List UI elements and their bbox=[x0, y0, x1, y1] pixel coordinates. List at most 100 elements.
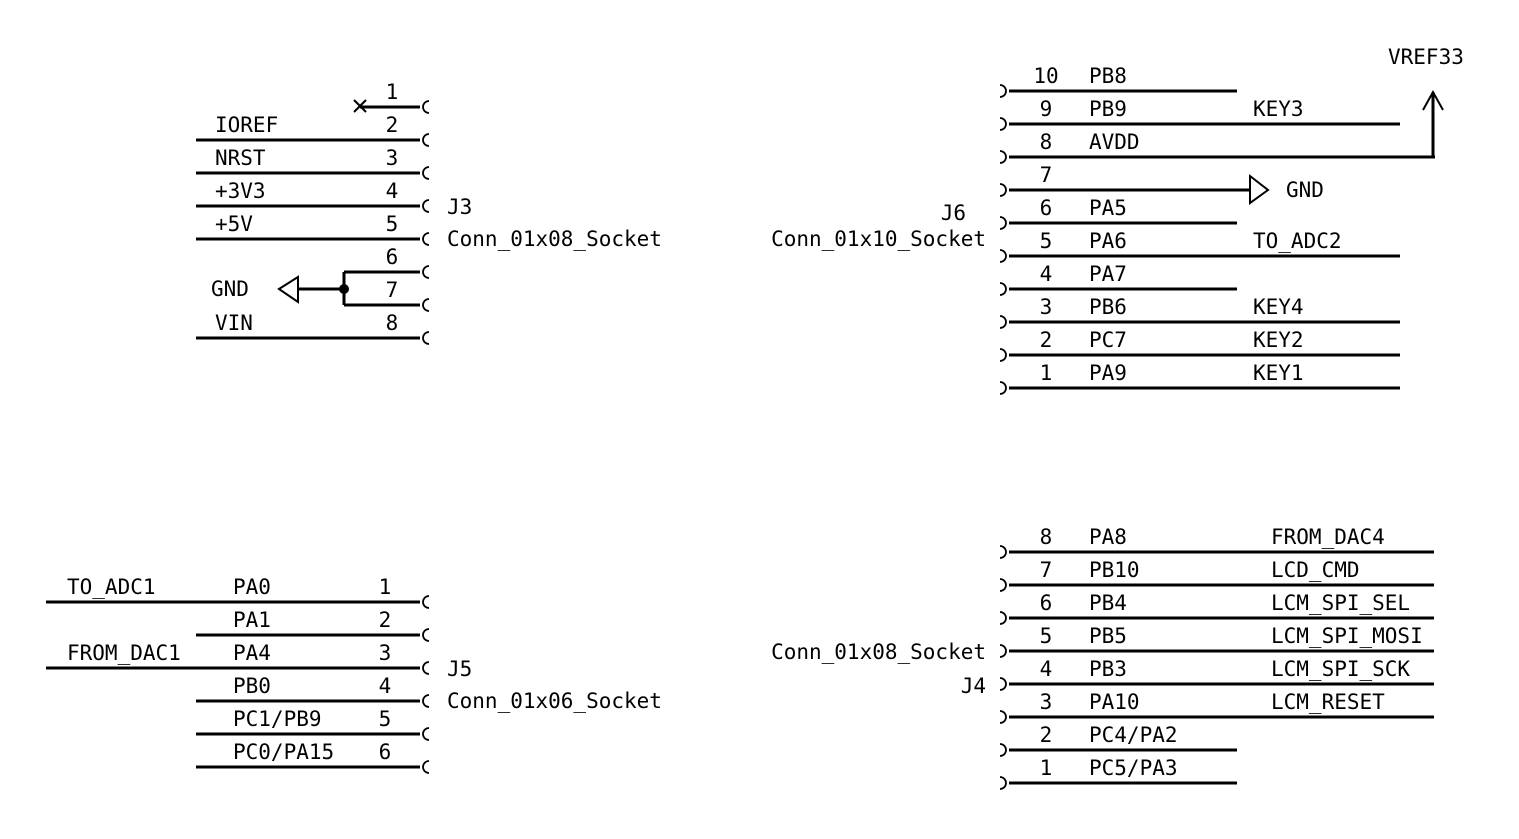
net-label: PA5 bbox=[1089, 196, 1127, 220]
global-label: LCM_SPI_MOSI bbox=[1271, 624, 1423, 648]
pin-number: 3 bbox=[1040, 690, 1053, 714]
pin-number: 10 bbox=[1033, 64, 1058, 88]
j6-value: Conn_01x10_Socket bbox=[771, 227, 986, 251]
socket-contact bbox=[999, 348, 1007, 362]
pin-number: 2 bbox=[1040, 328, 1053, 352]
socket-contact bbox=[422, 298, 430, 312]
pin-number: 1 bbox=[386, 80, 399, 104]
j3-pin-6: 6 bbox=[344, 245, 430, 279]
net-label: VIN bbox=[215, 311, 253, 335]
pin-number: 6 bbox=[1040, 591, 1053, 615]
net-label: IOREF bbox=[215, 113, 278, 137]
net-label: PB0 bbox=[233, 674, 271, 698]
j5-value: Conn_01x06_Socket bbox=[447, 689, 662, 713]
net-label: PA10 bbox=[1089, 690, 1140, 714]
net-label: PC7 bbox=[1089, 328, 1127, 352]
j3-pin-5: 5+5V bbox=[196, 212, 430, 246]
pin-number: 7 bbox=[1040, 558, 1053, 582]
j3-pin-8: 8 VIN bbox=[196, 311, 430, 345]
socket-contact bbox=[999, 677, 1007, 691]
net-label: +3V3 bbox=[215, 179, 266, 203]
net-label: PB3 bbox=[1089, 657, 1127, 681]
net-label: PA8 bbox=[1089, 525, 1127, 549]
pin-number: 8 bbox=[1040, 130, 1053, 154]
pin-number: 7 bbox=[386, 278, 399, 302]
socket-contact bbox=[999, 183, 1007, 197]
socket-contact bbox=[422, 199, 430, 213]
socket-contact bbox=[999, 282, 1007, 296]
pin-number: 3 bbox=[386, 146, 399, 170]
global-label: TO_ADC1 bbox=[67, 575, 156, 599]
pin-number: 8 bbox=[386, 311, 399, 335]
pin-number: 1 bbox=[1040, 756, 1053, 780]
pin-number: 6 bbox=[379, 740, 392, 764]
socket-contact bbox=[999, 315, 1007, 329]
socket-contact bbox=[422, 331, 430, 345]
pin-number: 7 bbox=[1040, 163, 1053, 187]
socket-contact bbox=[422, 694, 430, 708]
net-label: PA9 bbox=[1089, 361, 1127, 385]
connector-j3: J3 Conn_01x08_Socket GND bbox=[211, 99, 662, 307]
socket-contact bbox=[999, 117, 1007, 131]
socket-contact bbox=[999, 381, 1007, 395]
net-label: PA6 bbox=[1089, 229, 1127, 253]
j6-gnd-label: GND bbox=[1286, 178, 1324, 202]
j6-pin-2: 2 PC7 KEY2 bbox=[999, 328, 1400, 362]
j4-pin-5: 5 PB5 LCM_SPI_MOSI bbox=[999, 624, 1434, 658]
global-label: LCD_CMD bbox=[1271, 558, 1360, 582]
net-label: PC0/PA15 bbox=[233, 740, 334, 764]
net-label: PC1/PB9 bbox=[233, 707, 322, 731]
global-label: KEY2 bbox=[1253, 328, 1304, 352]
socket-contact bbox=[999, 249, 1007, 263]
j3-value: Conn_01x08_Socket bbox=[447, 227, 662, 251]
net-label: PA7 bbox=[1089, 262, 1127, 286]
pin-number: 5 bbox=[1040, 624, 1053, 648]
pin-number: 6 bbox=[386, 245, 399, 269]
global-label: LCM_SPI_SCK bbox=[1271, 657, 1410, 681]
socket-contact bbox=[422, 166, 430, 180]
socket-contact bbox=[999, 545, 1007, 559]
net-label: AVDD bbox=[1089, 130, 1140, 154]
net-label: NRST bbox=[215, 146, 266, 170]
pin-number: 5 bbox=[386, 212, 399, 236]
j5-pin-1: 1 PA0 TO_ADC1 bbox=[46, 575, 430, 609]
pin-number: 5 bbox=[379, 707, 392, 731]
j3-reference: J3 bbox=[447, 195, 472, 219]
j5-reference: J5 bbox=[447, 657, 472, 681]
j4-reference: J4 bbox=[961, 674, 986, 698]
net-label: PA0 bbox=[233, 575, 271, 599]
vref33-power-symbol: VREF33 bbox=[1388, 45, 1464, 159]
pin-number: 4 bbox=[1040, 262, 1053, 286]
net-label: PC4/PA2 bbox=[1089, 723, 1178, 747]
pin-number: 1 bbox=[379, 575, 392, 599]
socket-contact bbox=[999, 611, 1007, 625]
j6-reference: J6 bbox=[941, 201, 966, 225]
connector-j6: J6 Conn_01x10_Socket VREF33 GND bbox=[771, 45, 1464, 251]
j3-pin-4: 4+3V3 bbox=[196, 179, 430, 213]
socket-contact bbox=[999, 150, 1007, 164]
socket-contact bbox=[999, 216, 1007, 230]
j5-pins: 1PA0TO_ADC12PA13PA4FROM_DAC14PB05PC1/PB9… bbox=[46, 575, 430, 774]
net-label: PB5 bbox=[1089, 624, 1127, 648]
j6-pin-7: 7 bbox=[999, 163, 1250, 197]
pin-number: 2 bbox=[379, 608, 392, 632]
j3-pin-7: 7 bbox=[344, 278, 430, 312]
j5-pin-5: 5 PC1/PB9 bbox=[196, 707, 430, 741]
connector-j4: Conn_01x08_Socket J4 bbox=[771, 640, 986, 698]
